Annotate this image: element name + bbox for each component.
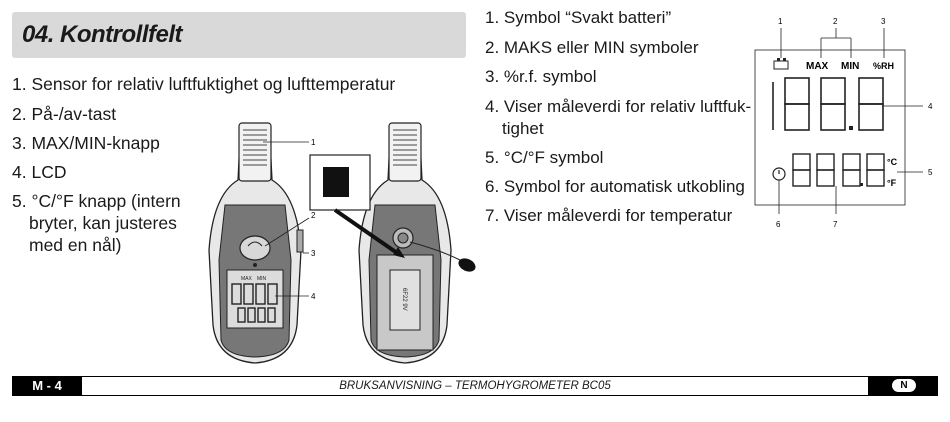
- lcd-callout-2: 2: [833, 17, 838, 26]
- list-item: 5. °C/°F knapp (intern: [12, 191, 181, 211]
- battery-label: 6F22 9V: [401, 288, 407, 311]
- list-item: 4. LCD: [12, 162, 67, 182]
- list-item: 1. Symbol “Svakt batteri”: [485, 8, 672, 27]
- list-item: 3. %r.f. symbol: [485, 67, 597, 86]
- list-item: 3. MAX/MIN-knapp: [12, 133, 160, 153]
- list-item: 2. På-/av-tast: [12, 104, 117, 124]
- list-item: 2. MAKS eller MIN symboler: [485, 38, 699, 57]
- callout-1: 1: [311, 138, 316, 147]
- list-item: 7. Viser måleverdi for temperatur: [485, 206, 733, 225]
- device-lcd-min: MIN: [257, 276, 267, 282]
- lcd-max: MAX: [806, 61, 829, 72]
- list-item: 6. Symbol for automatisk utkobling: [485, 177, 745, 196]
- max-min-button: [296, 229, 304, 253]
- page-number: M - 4: [12, 377, 82, 395]
- list-item-continued: bryter, kan justeres: [29, 213, 177, 233]
- lcd-celsius: °C: [887, 157, 898, 167]
- device-back: 6F22 9V: [309, 122, 476, 364]
- callout-3: 3: [311, 249, 316, 258]
- list-item: 1. Sensor for relativ luftfuktighet og l…: [12, 74, 396, 94]
- humidity-digits: [772, 77, 884, 131]
- section-title: 04. Kontrollfelt: [22, 21, 183, 48]
- lcd-callout-1: 1: [778, 17, 783, 26]
- language-badge: N: [892, 379, 916, 392]
- power-button: [239, 235, 271, 261]
- battery-low-icon: [773, 60, 789, 70]
- lcd-fahrenheit: °F: [887, 178, 897, 188]
- battery: [389, 269, 421, 331]
- list-item-continued: med en nål): [29, 235, 122, 255]
- device-illustration: MAX MIN 1 2 3 4 6F22: [208, 122, 476, 364]
- lcd-callout-3: 3: [881, 17, 886, 26]
- manual-title: BRUKSANVISNING – TERMOHYGROMETER BC05: [339, 380, 611, 392]
- page-footer: M - 4 BRUKSANVISNING – TERMOHYGROMETER B…: [12, 376, 938, 396]
- device-front: MAX MIN 1 2 3 4: [208, 122, 316, 364]
- lcd-callout-6: 6: [776, 220, 781, 229]
- callout-4: 4: [311, 292, 316, 301]
- section-title-box: 04. Kontrollfelt: [12, 12, 466, 58]
- lcd-callout-5: 5: [928, 168, 933, 177]
- lcd-callout-4: 4: [928, 102, 933, 111]
- needle-tool: [458, 258, 476, 272]
- list-item: 5. °C/°F symbol: [485, 148, 604, 167]
- device-lcd-max: MAX: [241, 276, 253, 282]
- lcd-rh: %RH: [873, 61, 894, 71]
- lcd-min: MIN: [841, 61, 859, 72]
- temperature-digits: [792, 153, 885, 187]
- list-item: 4. Viser måleverdi for relativ luftfuk-: [485, 97, 752, 116]
- list-item-continued: tighet: [502, 119, 544, 138]
- sensor-head: [238, 122, 272, 182]
- lcd-callout-7: 7: [833, 220, 838, 229]
- callout-2: 2: [311, 211, 316, 220]
- lcd-diagram: 1 2 3 MAX MIN %RH °C °F 4 5 6 7: [754, 17, 933, 229]
